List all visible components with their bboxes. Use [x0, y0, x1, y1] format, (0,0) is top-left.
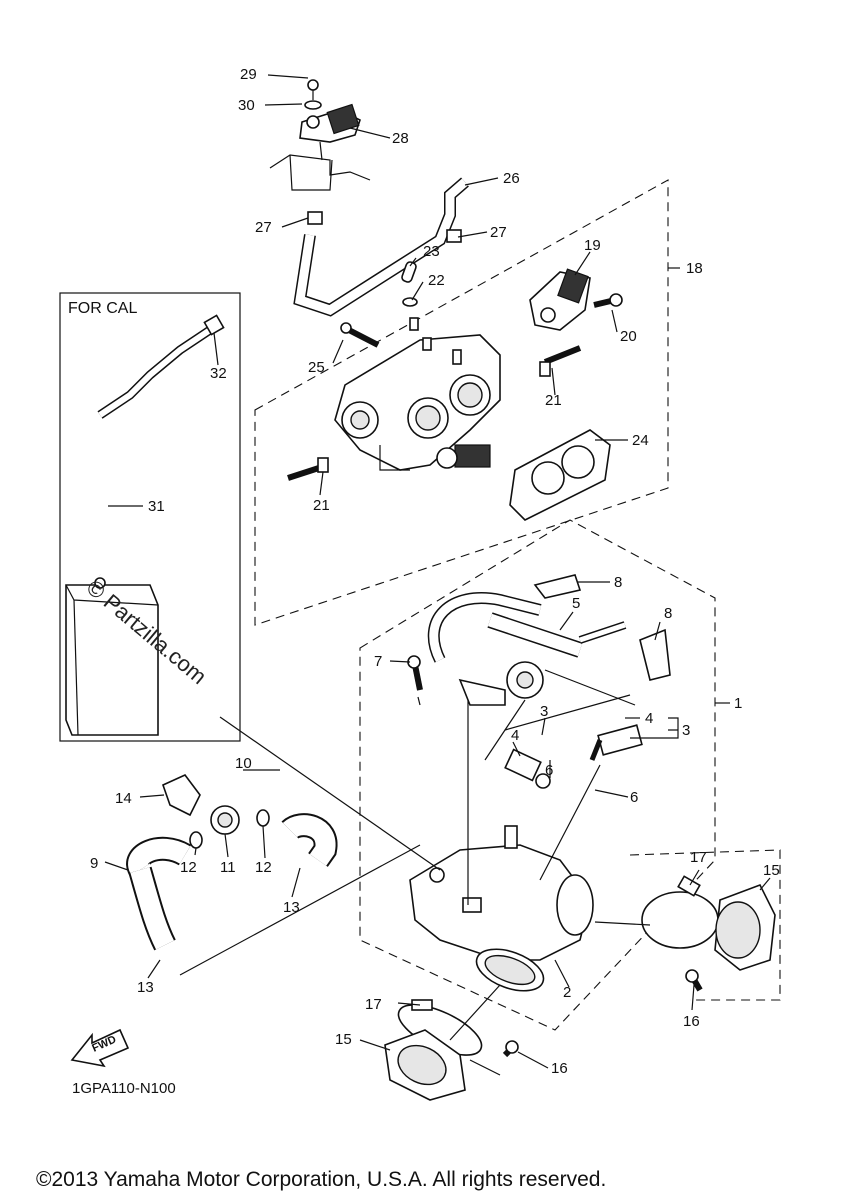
callout-30: 30 [238, 97, 255, 114]
fwd-arrow-icon: FWD [70, 1028, 130, 1068]
callout-3a: 3 [682, 722, 690, 739]
throttle-body [334, 317, 501, 471]
callout-21b: 21 [313, 497, 330, 514]
callout-31: 31 [148, 498, 165, 515]
callout-7: 7 [374, 653, 382, 670]
diagram-code: 1GPA110-N100 [72, 1080, 176, 1097]
callout-12b: 12 [255, 859, 272, 876]
callout-3b: 3 [540, 703, 548, 720]
hose-26 [293, 177, 469, 317]
callout-29: 29 [240, 66, 257, 83]
joint-assembly-boundary [359, 519, 716, 1031]
fuel-injector [504, 724, 643, 789]
fuel-rail [427, 574, 671, 706]
callout-13a: 13 [283, 899, 300, 916]
callout-24: 24 [632, 432, 649, 449]
callout-10: 10 [235, 755, 252, 772]
callout-11: 11 [220, 859, 236, 876]
callout-22: 22 [428, 272, 445, 289]
intake-pressure-sensor [269, 79, 371, 191]
callout-32: 32 [210, 365, 227, 382]
clamp-right [641, 875, 719, 949]
for-cal-inset: FOR CAL [59, 292, 241, 742]
throttle-position-sensor [529, 268, 623, 331]
callout-21a: 21 [545, 392, 562, 409]
callout-13b: 13 [137, 979, 154, 996]
callout-17b: 17 [365, 996, 382, 1013]
carb-joint-lower [384, 1029, 466, 1101]
callout-14: 14 [115, 790, 132, 807]
callout-28: 28 [392, 130, 409, 147]
carb-joint-right [714, 883, 776, 971]
callout-27b: 27 [490, 224, 507, 241]
callout-18: 18 [686, 260, 703, 277]
callout-20: 20 [620, 328, 637, 345]
callout-15a: 15 [763, 862, 780, 879]
callout-4a: 4 [645, 710, 653, 727]
callout-16b: 16 [551, 1060, 568, 1077]
callout-4b: 4 [511, 727, 519, 744]
gasket [509, 429, 611, 521]
callout-23: 23 [423, 243, 440, 260]
callout-15b: 15 [335, 1031, 352, 1048]
callout-9: 9 [90, 855, 98, 872]
callout-6a: 6 [545, 762, 553, 779]
callout-2: 2 [563, 984, 571, 1001]
callout-6b: 6 [630, 789, 638, 806]
leader-lines [104, 74, 771, 1076]
throttle-body-boundary [254, 179, 669, 626]
callout-17a: 17 [690, 849, 707, 866]
callout-19: 19 [584, 237, 601, 254]
copyright-text: ©2013 Yamaha Motor Corporation, U.S.A. A… [36, 1168, 606, 1191]
clamp-lower [397, 999, 483, 1056]
callout-labels: 29 30 28 26 27 27 23 22 19 18 20 25 21 2… [90, 66, 780, 1077]
callout-1: 1 [734, 695, 742, 712]
callout-8a: 8 [614, 574, 622, 591]
intake-joint [409, 825, 594, 992]
callout-25: 25 [308, 359, 325, 376]
callout-8b: 8 [664, 605, 672, 622]
callout-5: 5 [572, 595, 580, 612]
callout-16a: 16 [683, 1013, 700, 1030]
callout-27a: 27 [255, 219, 272, 236]
callout-12a: 12 [180, 859, 197, 876]
coolant-hoses [126, 774, 338, 951]
for-cal-label: FOR CAL [68, 300, 137, 317]
callout-26: 26 [503, 170, 520, 187]
